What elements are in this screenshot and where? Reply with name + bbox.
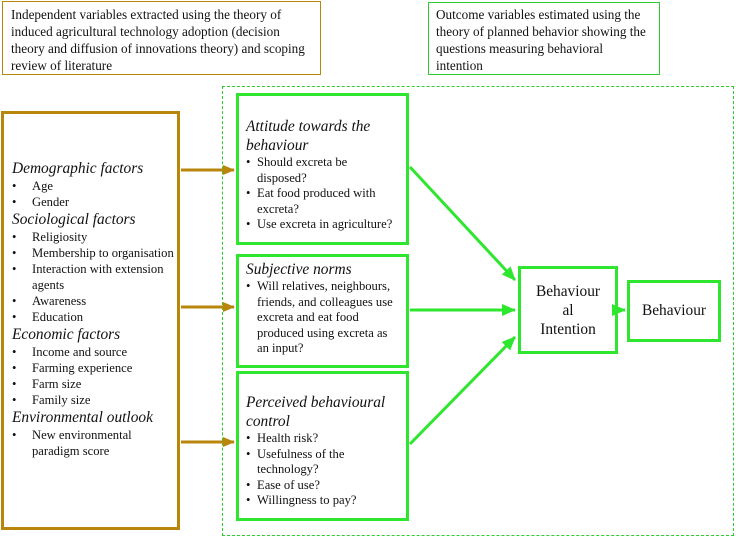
factor-item: Income and source [12, 344, 177, 360]
question-item: Willingness to pay? [246, 493, 400, 509]
question-item: Will relatives, neighbours, friends, and… [246, 279, 400, 357]
factor-item: Age [12, 178, 177, 194]
perceived-control-box: Perceived behavioural control Health ris… [236, 371, 409, 521]
subjective-norms-box: Subjective norms Will relatives, neighbo… [236, 254, 409, 368]
factor-category-title: Demographic factors [12, 160, 144, 177]
independent-variables-legend: Independent variables extracted using th… [2, 1, 321, 75]
demographic-factors: Demographic factors Age Gender [12, 159, 177, 210]
factor-item: Family size [12, 392, 177, 408]
factor-category-title: Economic factors [12, 326, 121, 343]
question-item: Eat food produced with excreta? [246, 186, 400, 217]
factor-item: Religiosity [12, 229, 177, 245]
question-item: Should excreta be disposed? [246, 155, 400, 186]
factor-item: Interaction with extension agents [12, 261, 177, 293]
question-item: Use excreta in agriculture? [246, 217, 400, 233]
tpb-frame [222, 86, 734, 536]
environmental-outlook: Environmental outlook New environmental … [12, 408, 177, 459]
factor-item: New environmental paradigm score [12, 427, 177, 459]
behaviour-box: Behaviour [627, 280, 721, 342]
factor-item: Farm size [12, 376, 177, 392]
factor-item: Farming experience [12, 360, 177, 376]
factor-category-title: Environmental outlook [12, 409, 153, 426]
economic-factors: Economic factors Income and source Farmi… [12, 325, 177, 408]
factor-item: Awareness [12, 293, 177, 309]
intention-line: al [562, 301, 574, 319]
intention-line: Behaviour [535, 282, 601, 300]
control-title: Perceived behavioural control [246, 394, 386, 430]
intention-line: Intention [540, 320, 596, 338]
question-item: Health risk? [246, 431, 400, 447]
norms-title: Subjective norms [246, 261, 352, 278]
factor-item: Membership to organisation [12, 245, 177, 261]
sociological-factors: Sociological factors Religiosity Members… [12, 210, 177, 325]
behavioural-intention-box: Behaviour al Intention [518, 266, 618, 354]
independent-factors-box: Demographic factors Age Gender Sociologi… [1, 111, 180, 530]
question-item: Usefulness of the technology? [246, 447, 400, 478]
factor-item: Education [12, 309, 177, 325]
question-item: Ease of use? [246, 478, 400, 494]
factor-item: Gender [12, 194, 177, 210]
attitude-title: Attitude towards the behaviour [246, 118, 371, 154]
factor-category-title: Sociological factors [12, 211, 136, 228]
outcome-variables-legend: Outcome variables estimated using the th… [428, 2, 660, 75]
attitude-box: Attitude towards the behaviour Should ex… [236, 93, 409, 245]
